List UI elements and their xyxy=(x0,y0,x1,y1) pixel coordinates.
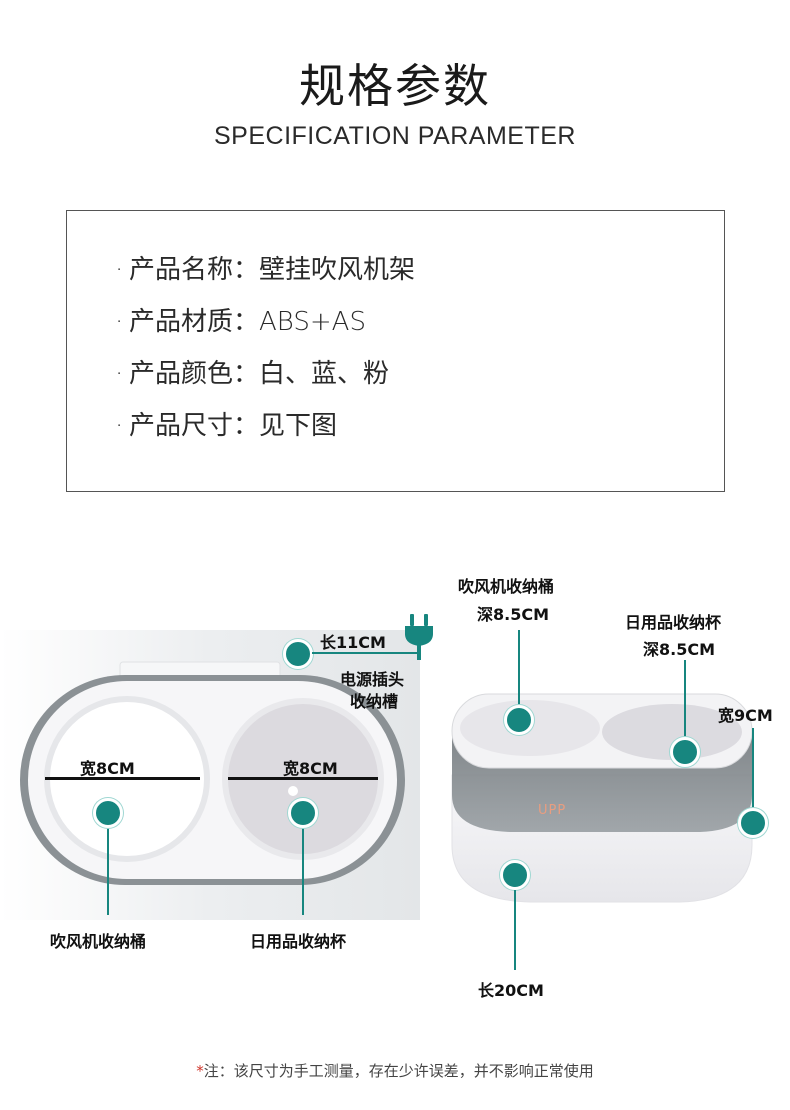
spec-value: 壁挂吹风机架 xyxy=(259,255,416,285)
length-label-right: 长20CM xyxy=(478,981,544,1000)
length-marker-right xyxy=(500,860,530,890)
bullet: · xyxy=(115,411,124,441)
footnote-text: 注：该尺寸为手工测量，存在少许误差，并不影响正常使用 xyxy=(203,1062,594,1080)
spec-row-size: ·产品尺寸：见下图 xyxy=(115,405,337,442)
spec-label: 产品材质： xyxy=(129,307,260,337)
spec-row-name: ·产品名称：壁挂吹风机架 xyxy=(115,249,415,286)
spec-label: 产品尺寸： xyxy=(129,411,260,441)
length-line-right xyxy=(514,890,516,970)
bullet: · xyxy=(115,255,124,285)
footnote-star: * xyxy=(196,1062,204,1080)
width-label-right: 宽9CM xyxy=(718,706,773,725)
page-title: 规格参数 xyxy=(299,59,491,113)
dryer-depth-line xyxy=(518,630,520,710)
spec-label: 产品名称： xyxy=(129,255,260,285)
length-callout-line xyxy=(312,652,417,654)
spec-value: ABS+AS xyxy=(259,307,366,337)
dryer-width-line xyxy=(45,777,200,780)
page-subtitle: SPECIFICATION PARAMETER xyxy=(213,122,576,150)
dryer-callout-line xyxy=(107,825,109,915)
cup-depth-label: 深8.5CM xyxy=(643,640,716,659)
width-marker-right xyxy=(738,808,768,838)
cup-marker xyxy=(288,798,318,828)
dryer-bin-label-right: 吹风机收纳桶 xyxy=(458,577,555,596)
plug-slot-label-line1: 电源插头 xyxy=(340,670,405,689)
drain-hole xyxy=(288,786,298,796)
cup-width-label: 宽8CM xyxy=(283,759,338,778)
length-label: 长11CM xyxy=(320,633,386,652)
spec-row-color: ·产品颜色：白、蓝、粉 xyxy=(115,353,389,390)
plug-slot-label-line2: 收纳槽 xyxy=(350,692,399,711)
cup-label-right: 日用品收纳杯 xyxy=(625,613,722,632)
cup-depth-line xyxy=(684,660,686,738)
spec-label: 产品颜色： xyxy=(129,359,260,389)
bullet: · xyxy=(115,359,124,389)
length-marker xyxy=(283,639,313,669)
cup-width-line xyxy=(228,777,378,780)
brand-logo: UPP xyxy=(538,803,566,818)
product-diagram: 宽8CM 宽8CM 吹风机收纳桶 日用品收纳杯 长11CM 电源插头 收纳槽 xyxy=(0,540,790,1040)
power-plug-icon xyxy=(405,614,433,660)
spec-value: 白、蓝、粉 xyxy=(259,359,390,389)
cup-callout-line xyxy=(302,825,304,915)
dryer-depth-label: 深8.5CM xyxy=(477,605,550,624)
cup-label: 日用品收纳杯 xyxy=(250,932,347,951)
dryer-width-label: 宽8CM xyxy=(80,759,135,778)
dryer-bin-label: 吹风机收纳桶 xyxy=(50,932,147,951)
cup-opening xyxy=(602,704,742,760)
dryer-marker xyxy=(93,798,123,828)
cup-depth-marker xyxy=(670,737,700,767)
spec-value: 见下图 xyxy=(259,411,338,441)
dryer-depth-marker xyxy=(504,705,534,735)
spec-box: ·产品名称：壁挂吹风机架 ·产品材质：ABS+AS ·产品颜色：白、蓝、粉 ·产… xyxy=(66,210,725,492)
spec-row-material: ·产品材质：ABS+AS xyxy=(115,301,366,338)
width-line-right xyxy=(752,728,754,808)
product-top-view xyxy=(0,630,420,920)
footnote: *注：该尺寸为手工测量，存在少许误差，并不影响正常使用 xyxy=(0,1060,790,1081)
bullet: · xyxy=(115,307,124,337)
